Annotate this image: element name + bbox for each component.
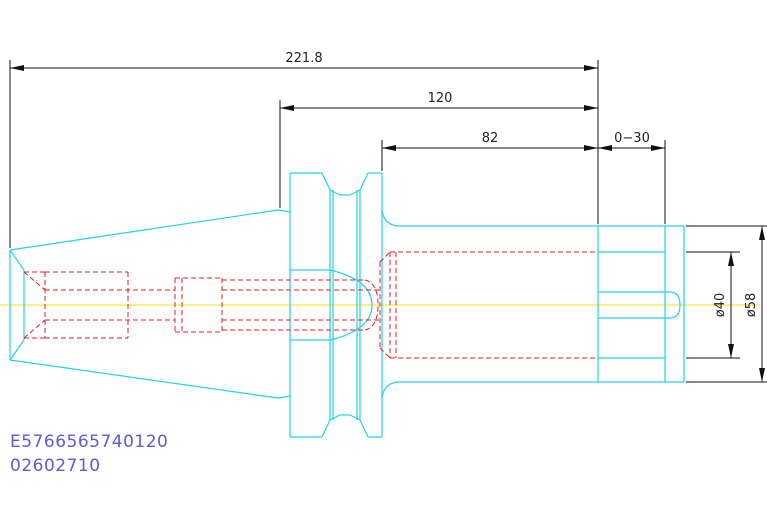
hidden-lines <box>23 251 598 359</box>
dim-shank-length: 120 <box>428 91 453 106</box>
dim-diameter-inner: ø40 <box>713 293 728 318</box>
dimension-lines <box>9 60 767 383</box>
part-code-line2: 02602710 <box>10 456 101 476</box>
dim-extension-range: 0−30 <box>614 131 650 146</box>
holder-outline <box>9 172 685 438</box>
dim-bore-depth: 82 <box>482 131 499 146</box>
part-code-line1: E5766565740120 <box>10 432 169 452</box>
dim-diameter-outer: ø58 <box>744 293 759 318</box>
dimension-arrows <box>10 65 765 382</box>
dim-overall-length: 221.8 <box>285 51 322 66</box>
